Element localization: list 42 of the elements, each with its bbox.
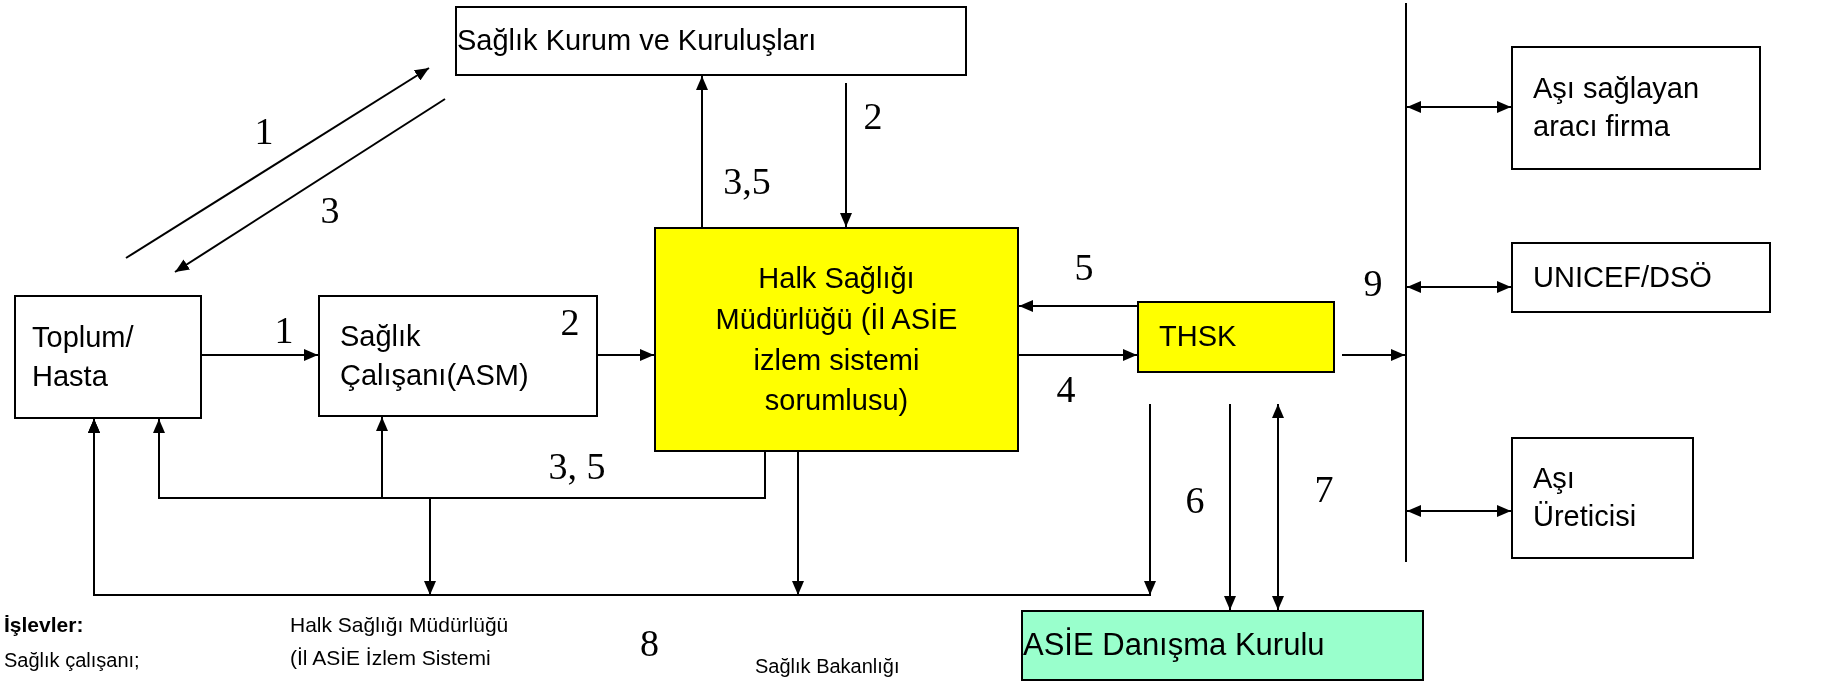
directorate-box: Halk Sağlığı Müdürlüğü (İl ASİE izlem sistemi sorumlusu) [654, 227, 1019, 452]
arrow [696, 75, 708, 228]
edge-label: 9 [1363, 264, 1383, 302]
edge-label: 4 [1056, 370, 1076, 408]
edge-label: 3,5 [723, 162, 771, 200]
edge-label: 3, 5 [548, 447, 606, 485]
arrow [1224, 403, 1236, 611]
note-text: Halk Sağlığı Müdürlüğü [290, 612, 509, 638]
institution-box: Sağlık Kurum ve Kuruluşları [455, 6, 967, 76]
arrow [125, 67, 430, 259]
community-box: Toplum/ Hasta [14, 295, 202, 419]
thsk-box: THSK [1137, 301, 1335, 373]
note-text: (İl ASİE İzlem Sistemi [290, 645, 491, 671]
callout-number: 8 [640, 621, 659, 666]
arrow [840, 82, 852, 228]
arrow [1406, 281, 1512, 293]
edge-label: 3 [320, 191, 340, 229]
supplier-box: Aşı sağlayan aracı firma [1511, 46, 1761, 170]
note-text: Sağlık çalışanı; [4, 648, 140, 673]
arrow [201, 349, 319, 361]
edge-label: 1 [274, 311, 294, 349]
edge-label: 6 [1185, 481, 1205, 519]
arrow [1018, 300, 1138, 312]
section-heading: İşlevler: [4, 612, 84, 638]
note-text: Sağlık Bakanlığı [755, 654, 900, 679]
distribution-line [1405, 3, 1407, 562]
arrow [597, 349, 655, 361]
manufacturer-box: Aşı Üreticisi [1511, 437, 1694, 559]
arrow [1406, 505, 1512, 517]
edge-label: 1 [254, 112, 274, 150]
arrow [1406, 101, 1512, 113]
advisory-board-box: ASİE Danışma Kurulu [1021, 610, 1424, 681]
edge-label: 2 [560, 303, 580, 341]
edge-label: 5 [1074, 248, 1094, 286]
edge-label: 2 [863, 97, 883, 135]
arrow [88, 403, 1156, 596]
arrow [1341, 349, 1406, 361]
arrow [174, 98, 446, 273]
arrow [1018, 349, 1138, 361]
arrow [1272, 403, 1284, 611]
edge-label: 7 [1314, 470, 1334, 508]
organization-box: UNICEF/DSÖ [1511, 242, 1771, 313]
